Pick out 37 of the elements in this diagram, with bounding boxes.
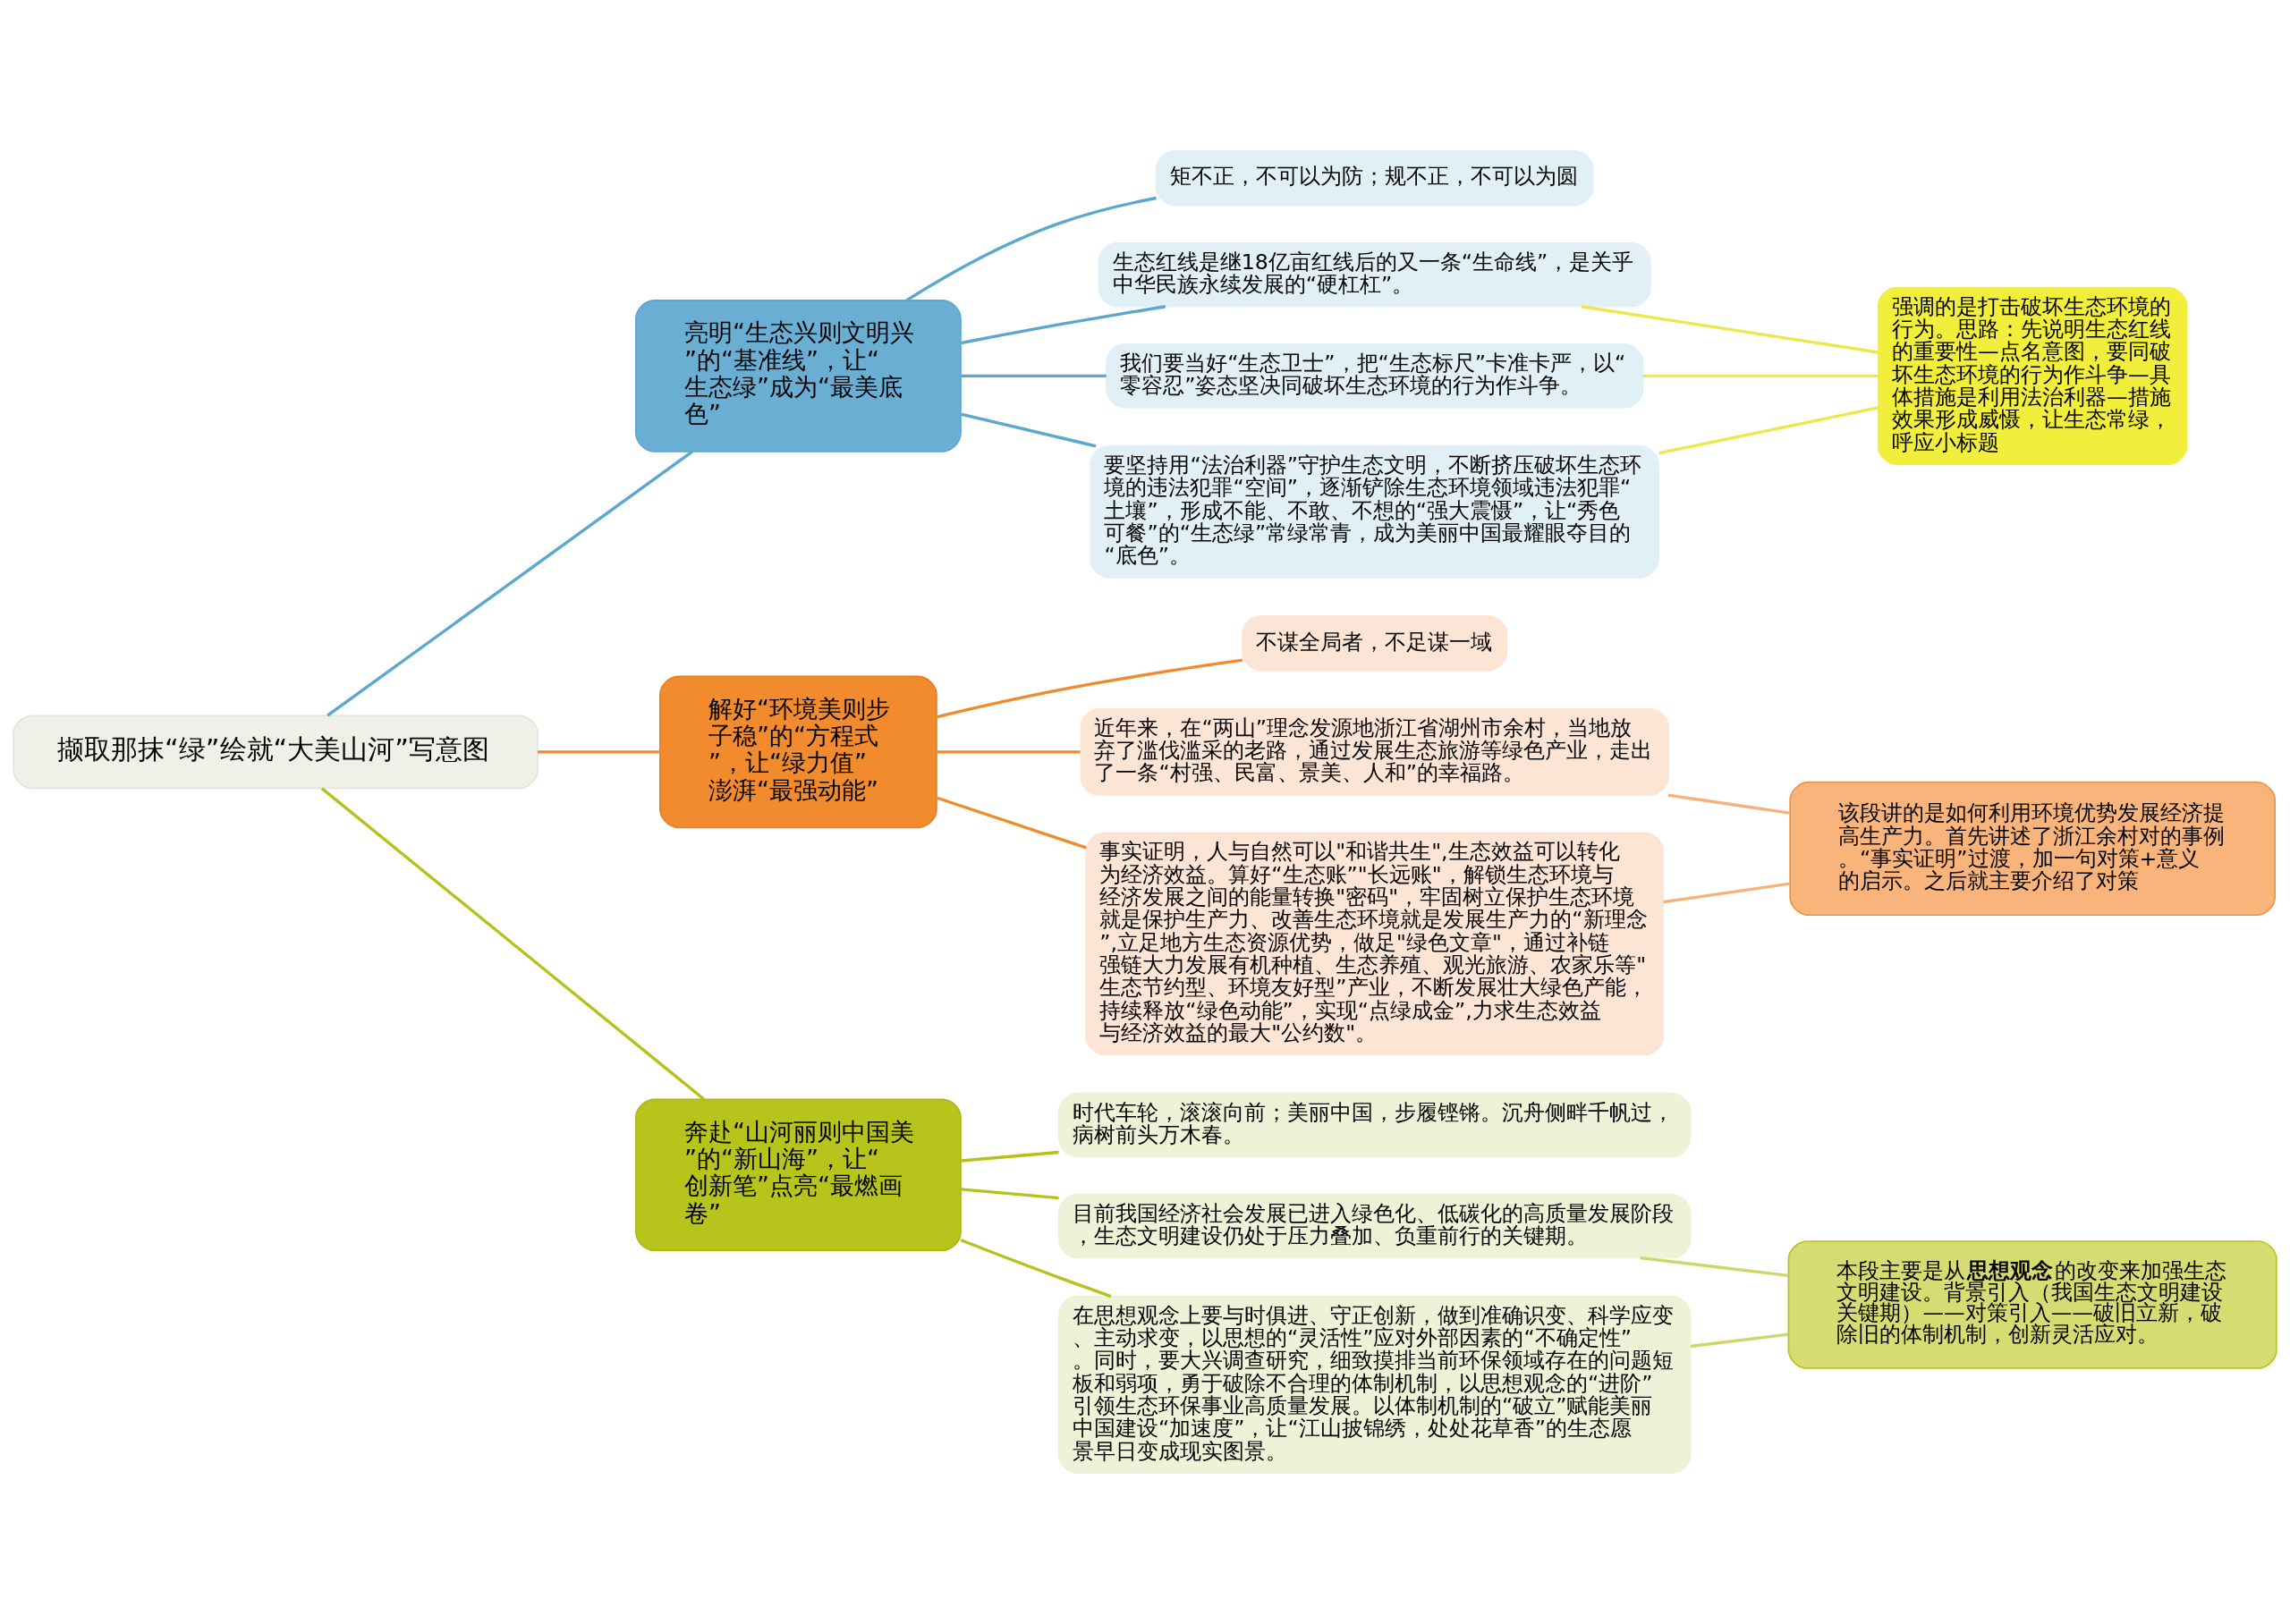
node-box: 生态红线是继18亿亩红线后的又一条“生命线”，是关乎中华民族永续发展的“硬杠杠”。 <box>1098 241 1651 308</box>
connector <box>538 750 660 754</box>
connector <box>937 658 1243 719</box>
node-box: 在思想观念上要与时俱进、守正创新，做到准确识变、科学应变、主动求变，以思想的“灵活性”应对外部因素的“不确定性”。同时，要大兴调查研究，细致摸排当前环保领域存在的问题短板和弱项，勇于破除不合理的体制机制，以思想观念的“进阶”引领生态环保事业高质量发展。以体制机制的“破立”赋能美丽中国建设“加速度”，让“江山披锦绣，处处花草香”的生态愿景早日变成现实图景。 <box>1057 1295 1692 1475</box>
connector <box>960 1239 1112 1298</box>
connector <box>1667 793 1790 815</box>
node-box: 近年来，在“两山”理念发源地浙江省湖州市余村，当地放弃了滥伐滥采的老路，通过发展生态旅游等绿色产业，走出了一条“村强、民富、景美、人和”的幸福路。 <box>1080 707 1669 796</box>
connector <box>961 374 1107 378</box>
node-box: 奔赴“山河丽则中国美”的“新山海”，让“创新笔”点亮“最燃画卷” <box>635 1098 962 1251</box>
connector <box>1642 374 1879 378</box>
node-box: 矩不正，不可以为防；规不正，不可以为圆 <box>1155 149 1594 207</box>
connector <box>961 305 1166 345</box>
connector <box>961 1188 1059 1200</box>
connector <box>320 787 705 1101</box>
node-box: 本段主要是从思想观念的改变来加强生态文明建设。背景引入（我国生态文明建设关键期）——对策引入——破旧立新，破除旧的体制机制，创新灵活应对。 <box>1787 1240 2277 1369</box>
node-box: 我们要当好“生态卫士”，把“生态标尺”卡准卡严，以“零容忍”姿态坚决同破坏生态环境的行为作斗争。 <box>1106 343 1644 409</box>
node-box: 不谋全局者，不足谋一域 <box>1242 615 1508 672</box>
connector <box>327 450 694 717</box>
node-box: 要坚持用“法治利器”守护生态文明，不断挤压破坏生态环境的违法犯罪“空间”，逐渐铲除生态环境领域违法犯罪“土壤”，形成不能、不敢、不想的“强大震慑”，让“秀色可餐”的“生态绿”常绿常青，成为美丽中国最耀眼夺目的“底色”。 <box>1090 445 1659 579</box>
connector <box>905 196 1157 302</box>
connector <box>1663 882 1791 904</box>
node-box: 时代车轮，滚滚向前；美丽中国，步履铿锵。沉舟侧畔千帆过，病树前头万木春。 <box>1057 1092 1692 1158</box>
node-box: 事实证明，人与自然可以"和谐共生",生态效益可以转化为经济效益。算好“生态账”"长远账"，解锁生态环境与经济发展之间的能量转换"密码"，牢固树立保护生态环境就是保护生产力、改善生态环境就是发展生产力的“新理念”,立足地方生态资源优势，做足"绿色文章"，通过补链强链大力发展有机种植、生态养殖、观光旅游、农家乐等"生态节约型、环境友好型”产业，不断发展壮大绿色产能，持续释放“绿色动能”，实现“点绿成金”,力求生态效益与经济效益的最大"公约数"。 <box>1085 832 1665 1056</box>
connector <box>1690 1332 1789 1349</box>
node-box: 亮明“生态兴则文明兴”的“基准线”，让“生态绿”成为“最美底色” <box>635 300 962 453</box>
node-box: 解好“环境美则步子稳”的“方程式”，让“绿力值”澎湃“最强动能” <box>659 675 937 829</box>
node-box: 强调的是打击破坏生态环境的行为。思路：先说明生态红线的重要性—点名意图，要同破坏生态环境的行为作斗争—具体措施是利用法治利器—措施效果形成威慑，让生态常绿，呼应小标题 <box>1878 286 2188 465</box>
connector <box>1640 1256 1789 1278</box>
connector <box>1658 406 1879 455</box>
connector <box>961 1150 1059 1163</box>
node-box: 撷取那抹“绿”绘就“大美山河”写意图 <box>13 715 539 790</box>
node-box: 该段讲的是如何利用环境优势发展经济提高生产力。首先讲述了浙江余村对的事例。“事实证明”过渡，加一句对策+意义的启示。之后就主要介绍了对策 <box>1789 781 2277 917</box>
connector <box>960 412 1097 448</box>
node-box: 目前我国经济社会发展已进入绿色化、低碳化的高质量发展阶段，生态文明建设仍处于压力叠加、负重前行的关键期。 <box>1057 1193 1692 1259</box>
connector <box>1581 305 1879 354</box>
connector <box>937 750 1081 754</box>
connector <box>937 796 1087 850</box>
